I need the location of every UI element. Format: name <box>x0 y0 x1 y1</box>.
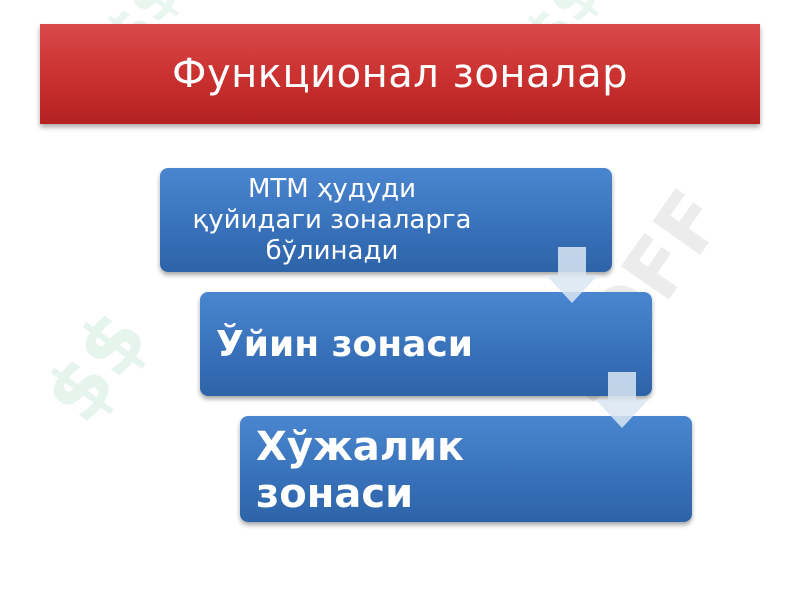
process-box-territory: МТМ ҳудуди қуйидаги зоналарга бўлинади <box>160 168 612 272</box>
down-arrow-icon <box>596 372 648 428</box>
box-text-line: зонаси <box>256 471 414 517</box>
box-text: Ўйин зонаси <box>216 323 473 365</box>
box-text-line: МТМ ҳудуди <box>247 174 417 204</box>
process-box-household-zone: Хўжалик зонаси <box>240 416 692 522</box>
box-text-line: Хўжалик <box>256 424 465 470</box>
title-banner: Функционал зоналар <box>40 24 760 124</box>
box-text-line: бўлинади <box>265 236 399 266</box>
watermark: $$ <box>25 294 166 439</box>
process-box-play-zone: Ўйин зонаси <box>200 292 652 396</box>
down-arrow-icon <box>546 247 598 303</box>
slide-title: Функционал зоналар <box>172 51 628 97</box>
box-text-line: қуйидаги зоналарга <box>192 205 472 235</box>
